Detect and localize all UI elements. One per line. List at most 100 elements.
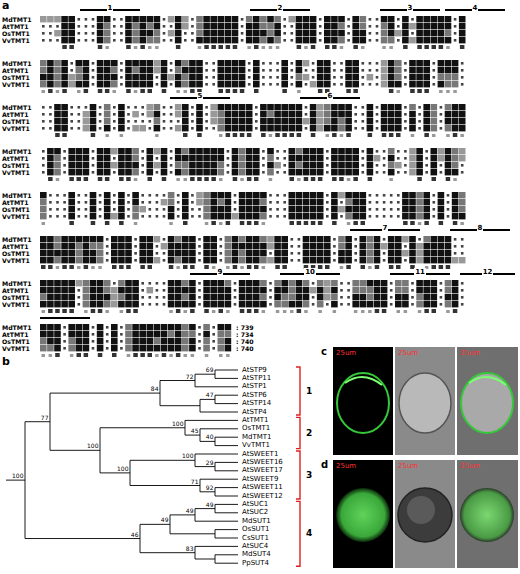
panel-letter: b <box>2 356 10 368</box>
sequence-name: AtTMT1 <box>2 111 29 118</box>
sequence-name: MdTMT1 <box>2 324 32 331</box>
taxon-label: OsSUT1 <box>242 525 269 534</box>
sequence-length: : 740 <box>236 345 254 352</box>
sequence-name: OsTMT1 <box>2 338 30 345</box>
sequence-name: AtTMT1 <box>2 67 29 74</box>
taxon-label: AtTMT1 <box>242 416 268 425</box>
tm-number: 6 <box>327 92 334 100</box>
taxon-label: AtSUC2 <box>242 508 268 517</box>
sequence-name: MdTMT1 <box>2 236 32 243</box>
tm-number: 9 <box>217 268 224 276</box>
sequence-name: VvTMT1 <box>2 125 30 132</box>
sequence-name: OsTMT1 <box>2 74 30 81</box>
taxon-label: AtSTP11 <box>242 374 271 383</box>
bootstrap-value: 83 <box>186 545 194 552</box>
taxon-label: AtSUC4 <box>242 542 268 551</box>
bootstrap-value: 29 <box>206 459 214 466</box>
taxon-label: AtSTP9 <box>242 366 267 375</box>
sequence-name: VvTMT1 <box>2 169 30 176</box>
tm-number: 2 <box>277 4 284 12</box>
sequence-length: : 739 <box>236 324 254 331</box>
bootstrap-value: 49 <box>161 516 169 523</box>
clade-number: 4 <box>306 528 312 539</box>
taxon-label: AtSWEET11 <box>242 483 283 492</box>
taxon-label: MdSUT4 <box>242 550 271 559</box>
panel-letter: c <box>321 346 327 357</box>
tm-number: 4 <box>472 4 479 12</box>
sequence-name: AtTMT1 <box>2 199 29 206</box>
scale-label: 25um <box>398 349 418 357</box>
bootstrap-value: 77 <box>41 414 49 421</box>
bootstrap-value: 40 <box>206 433 214 440</box>
tm-number: 11 <box>414 268 426 276</box>
bootstrap-value: 47 <box>206 391 214 398</box>
bootstrap-value: 49 <box>206 501 214 508</box>
clade-number: 1 <box>306 386 312 397</box>
scale-label: 25um <box>336 349 356 357</box>
scale-label: 25um <box>460 462 480 470</box>
scale-label: 25um <box>398 462 418 470</box>
tm-number: 1 <box>107 4 114 12</box>
sequence-name: OsTMT1 <box>2 118 30 125</box>
taxon-label: AtSTP4 <box>242 408 267 417</box>
taxon-label: OsTMT1 <box>242 424 270 433</box>
sequence-name: MdTMT1 <box>2 280 32 287</box>
bootstrap-value: 71 <box>191 478 199 485</box>
tm-number: 5 <box>197 92 204 100</box>
sequence-name: OsTMT1 <box>2 206 30 213</box>
sequence-name: OsTMT1 <box>2 294 30 301</box>
tm-number: 7 <box>382 224 389 232</box>
sequence-name: OsTMT1 <box>2 162 30 169</box>
sequence-name: VvTMT1 <box>2 301 30 308</box>
bootstrap-value: 100 <box>172 420 183 427</box>
tm-number: 3 <box>407 4 414 12</box>
bootstrap-value: 46 <box>131 531 139 538</box>
sequence-name: MdTMT1 <box>2 148 32 155</box>
sequence-name: AtTMT1 <box>2 287 29 294</box>
sequence-name: AtTMT1 <box>2 243 29 250</box>
sequence-name: MdTMT1 <box>2 104 32 111</box>
sequence-name: VvTMT1 <box>2 81 30 88</box>
sequence-name: MdTMT1 <box>2 60 32 67</box>
bootstrap-value: 69 <box>206 366 214 373</box>
taxon-label: CsSUT1 <box>242 534 269 543</box>
clade-number: 2 <box>306 428 312 439</box>
taxon-label: MdSUT1 <box>242 517 271 526</box>
sequence-name: VvTMT1 <box>2 213 30 220</box>
sequence-name: VvTMT1 <box>2 345 30 352</box>
panel-letter: a <box>2 0 9 12</box>
bootstrap-value: 84 <box>151 385 159 392</box>
bootstrap-value: 92 <box>206 484 214 491</box>
taxon-label: AtSUC1 <box>242 500 268 509</box>
panel-letter: d <box>321 459 328 470</box>
taxon-label: AtSWEET17 <box>242 466 283 475</box>
taxon-label: AtSTP6 <box>242 391 267 400</box>
clade-number: 3 <box>306 470 312 481</box>
sequence-length: : 740 <box>236 338 254 345</box>
sequence-name: OsTMT1 <box>2 250 30 257</box>
bootstrap-value: 100 <box>87 442 98 449</box>
bootstrap-value: 45 <box>191 427 199 434</box>
bootstrap-value: 72 <box>186 373 194 380</box>
taxon-label: AtSTP1 <box>242 382 267 391</box>
sequence-name: AtTMT1 <box>2 331 29 338</box>
tm-number: 12 <box>482 268 494 276</box>
bootstrap-value: 49 <box>186 507 194 514</box>
taxon-label: AtSWEET12 <box>242 492 283 501</box>
taxon-label: MdTMT1 <box>242 433 272 442</box>
sequence-name: MdTMT1 <box>2 192 32 199</box>
bootstrap-value: 100 <box>182 452 193 459</box>
scale-label: 25um <box>460 349 480 357</box>
taxon-label: PpSUT4 <box>242 559 269 568</box>
taxon-label: AtSWEET16 <box>242 458 283 467</box>
taxon-label: AtSWEET9 <box>242 475 278 484</box>
bootstrap-value: 100 <box>12 472 23 479</box>
taxon-label: AtSTP14 <box>242 399 271 408</box>
sequence-name: VvTMT1 <box>2 257 30 264</box>
sequence-name: VvTMT1 <box>2 37 30 44</box>
sequence-length: : 734 <box>236 331 254 338</box>
bootstrap-value: 100 <box>117 465 128 472</box>
taxon-label: AtSWEET1 <box>242 450 278 459</box>
sequence-name: MdTMT1 <box>2 16 32 23</box>
